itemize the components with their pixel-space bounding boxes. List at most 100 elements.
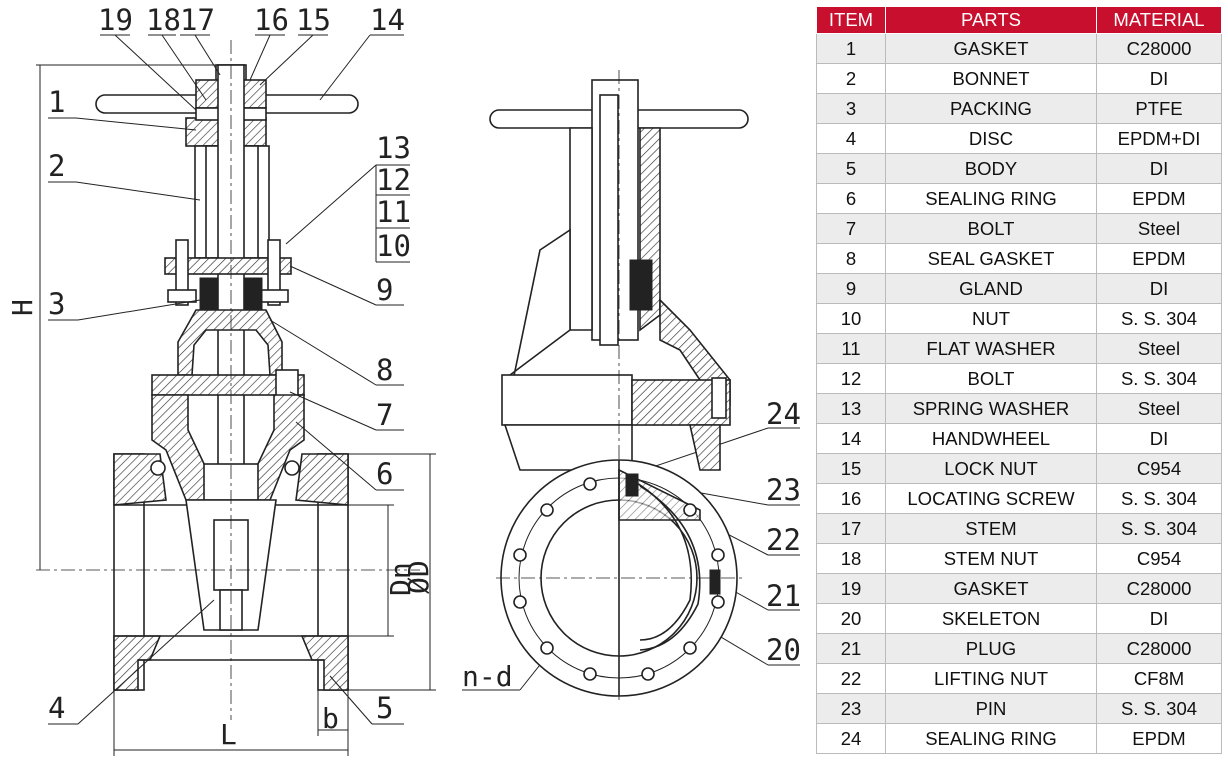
header-item: ITEM [816, 6, 886, 34]
material-cell: C28000 [1096, 573, 1222, 604]
dim-nd: n-d [462, 660, 513, 693]
part-cell: LOCK NUT [885, 453, 1097, 484]
callout-10: 10 [376, 229, 411, 263]
material-cell: C28000 [1096, 633, 1222, 664]
callout-19: 19 [98, 3, 133, 37]
dim-l: L [220, 718, 237, 751]
callout-12: 12 [376, 163, 411, 197]
item-cell: 6 [816, 183, 886, 214]
callouts: 19 18 17 16 15 14 1 2 3 13 12 11 10 9 8 … [48, 3, 801, 725]
item-cell: 13 [816, 393, 886, 424]
callout-8: 8 [376, 353, 393, 387]
part-cell: HANDWHEEL [885, 423, 1097, 454]
material-cell: S. S. 304 [1096, 693, 1222, 724]
dim-h: H [6, 299, 39, 316]
header-parts: PARTS [885, 6, 1097, 34]
item-cell: 16 [816, 483, 886, 514]
material-cell: C954 [1096, 543, 1222, 574]
material-cell: Steel [1096, 393, 1222, 424]
dimension-lines [36, 64, 436, 756]
material-cell: Steel [1096, 333, 1222, 364]
callout-4: 4 [48, 691, 65, 725]
dim-b: b [322, 702, 339, 735]
material-cell: CF8M [1096, 663, 1222, 694]
item-cell: 12 [816, 363, 886, 394]
material-cell: Steel [1096, 213, 1222, 244]
item-cell: 7 [816, 213, 886, 244]
callout-18: 18 [146, 3, 181, 37]
part-cell: BOLT [885, 213, 1097, 244]
parts-table-header: ITEM PARTS MATERIAL [816, 6, 1222, 34]
callout-14: 14 [370, 3, 405, 37]
part-cell: PLUG [885, 633, 1097, 664]
callout-7: 7 [376, 398, 393, 432]
part-cell: PIN [885, 693, 1097, 724]
material-cell: EPDM [1096, 183, 1222, 214]
material-cell: S. S. 304 [1096, 513, 1222, 544]
item-cell: 10 [816, 303, 886, 334]
side-view [489, 70, 749, 700]
item-cell: 21 [816, 633, 886, 664]
item-cell: 24 [816, 723, 886, 754]
callout-20: 20 [766, 633, 801, 667]
part-cell: LIFTING NUT [885, 663, 1097, 694]
part-cell: STEM NUT [885, 543, 1097, 574]
part-cell: STEM [885, 513, 1097, 544]
callout-15: 15 [296, 3, 331, 37]
part-cell: SPRING WASHER [885, 393, 1097, 424]
material-cell: DI [1096, 423, 1222, 454]
callout-16: 16 [254, 3, 289, 37]
item-cell: 5 [816, 153, 886, 184]
dimension-labels: H Dn ØD L b n-d [6, 299, 513, 751]
part-cell: GLAND [885, 273, 1097, 304]
part-cell: LOCATING SCREW [885, 483, 1097, 514]
callout-9: 9 [376, 273, 393, 307]
item-cell: 14 [816, 423, 886, 454]
item-cell: 2 [816, 63, 886, 94]
dim-od: ØD [402, 560, 435, 594]
material-cell: EPDM+DI [1096, 123, 1222, 154]
part-cell: FLAT WASHER [885, 333, 1097, 364]
callout-21: 21 [766, 579, 801, 613]
item-cell: 20 [816, 603, 886, 634]
part-cell: BODY [885, 153, 1097, 184]
item-cell: 8 [816, 243, 886, 274]
item-cell: 3 [816, 93, 886, 124]
material-cell: DI [1096, 63, 1222, 94]
part-cell: SEALING RING [885, 183, 1097, 214]
material-cell: C954 [1096, 453, 1222, 484]
callout-5: 5 [376, 691, 393, 725]
material-cell: DI [1096, 273, 1222, 304]
material-cell: C28000 [1096, 33, 1222, 64]
material-cell: DI [1096, 603, 1222, 634]
part-cell: DISC [885, 123, 1097, 154]
part-cell: GASKET [885, 573, 1097, 604]
callout-13: 13 [376, 131, 411, 165]
callout-2: 2 [48, 149, 65, 183]
material-cell: EPDM [1096, 243, 1222, 274]
header-material: MATERIAL [1096, 6, 1222, 34]
item-cell: 19 [816, 573, 886, 604]
item-cell: 11 [816, 333, 886, 364]
item-cell: 15 [816, 453, 886, 484]
part-cell: SEALING RING [885, 723, 1097, 754]
callout-24: 24 [766, 397, 801, 431]
callout-17: 17 [180, 3, 215, 37]
